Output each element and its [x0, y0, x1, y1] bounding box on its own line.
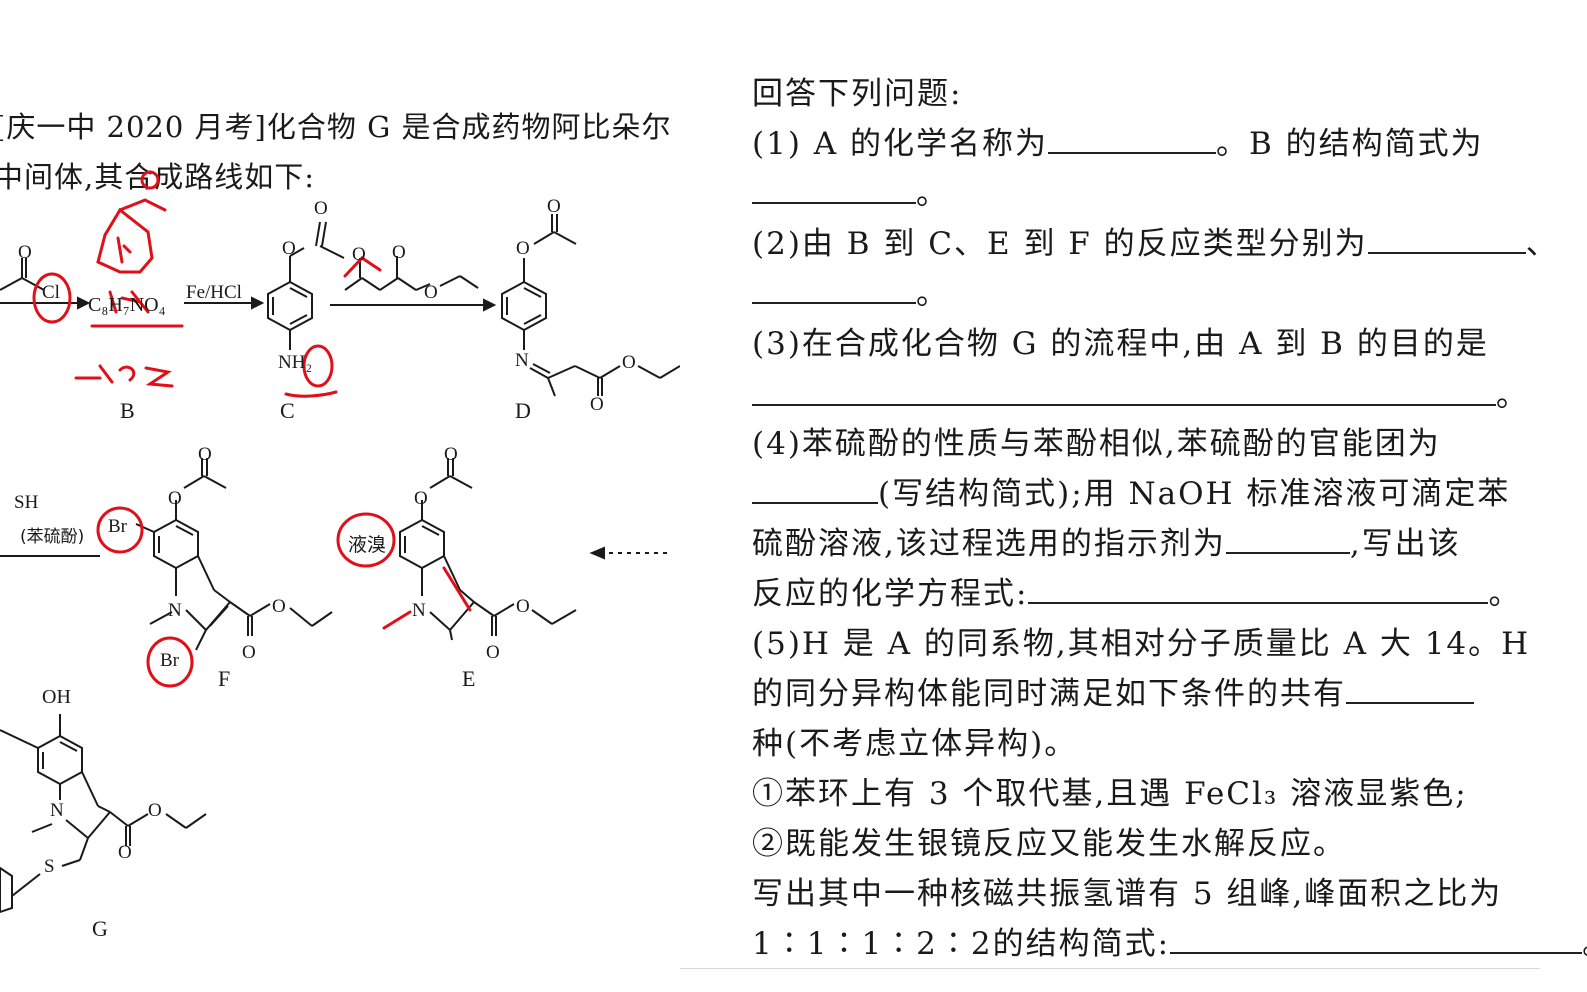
q5-text7: 1∶1∶1∶2∶2的结构简式: — [752, 926, 1171, 962]
q5-count-blank[interactable] — [1346, 701, 1474, 704]
atom-o-f4: O — [272, 596, 286, 617]
atom-o-r1: O — [352, 244, 366, 265]
label-s: S — [44, 856, 55, 877]
label-nh2: NH₂ — [278, 352, 313, 373]
q4-line: (4)苯硫酚的性质与苯酚相似,苯硫酚的官能团为 — [752, 426, 1441, 462]
atom-o-r2: O — [392, 242, 406, 263]
q4-line3: 硫酚溶液,该过程选用的指示剂为 ,写出该 — [752, 518, 1461, 563]
synthesis-scheme: [庆一中 2020 月考]化合物 G 是合成药物阿比朵尔 中间体,其合成路线如下… — [0, 0, 680, 992]
q4-blank2[interactable] — [1225, 551, 1350, 554]
q5-line7: 1∶1∶1∶2∶2的结构简式: 。 — [752, 918, 1587, 963]
label-liquid-bromine: 液溴 — [348, 534, 387, 556]
q4-blank3[interactable] — [1028, 601, 1489, 604]
q5-line: (5)H 是 A 的同系物,其相对分子质量比 A 大 14。H — [752, 626, 1531, 662]
q1-answer-blank[interactable] — [1048, 151, 1217, 154]
q3-line: (3)在合成化合物 G 的流程中,由 A 到 B 的目的是 — [752, 326, 1489, 362]
red-circle-liquid-bromine — [336, 512, 396, 568]
q5-end: 。 — [1582, 926, 1587, 962]
q3-end: 。 — [1496, 378, 1529, 414]
q1-struct-blank[interactable] — [752, 201, 916, 204]
label-n-f: N — [168, 600, 182, 621]
q2-end: 。 — [916, 276, 949, 312]
q4-end: 。 — [1488, 576, 1522, 612]
q5-line3: 种(不考虑立体异构)。 — [752, 726, 1078, 762]
q5-struct-blank[interactable] — [1170, 951, 1583, 954]
q4-line4: 反应的化学方程式: 。 — [752, 568, 1521, 613]
red-circle-cl — [32, 272, 72, 324]
label-n-d: N — [515, 350, 529, 371]
q2-sep: 、 — [1525, 226, 1559, 262]
compound-label-b: B — [120, 398, 135, 423]
label-br1: Br — [108, 516, 127, 537]
compound-label-g: G — [92, 916, 108, 941]
label-oh: OH — [42, 686, 71, 708]
q4-text2: (写结构简式);用 NaOH 标准溶液可滴定苯 — [878, 476, 1511, 512]
red-circle-br1 — [96, 506, 144, 554]
red-circle-nh2 — [302, 344, 334, 388]
q4-blank1[interactable] — [752, 501, 878, 504]
label-n-e: N — [412, 600, 426, 621]
label-cl: Cl — [42, 282, 60, 303]
compound-label-d: D — [515, 398, 531, 423]
label-n-g: N — [50, 800, 64, 821]
label-sh: SH — [14, 492, 39, 513]
intro-line: 回答下列问题: — [752, 76, 963, 112]
atom-o-e4: O — [516, 596, 530, 617]
atom-o-f1: O — [198, 444, 212, 465]
q1-end: 。 — [916, 176, 949, 212]
q4-line2: (写结构简式);用 NaOH 标准溶液可滴定苯 — [752, 468, 1510, 513]
atom-o-d2: O — [516, 238, 530, 259]
formula-b: C₈H₇NO₄ — [88, 294, 166, 316]
q1-text: (1) A 的化学名称为 — [752, 126, 1049, 162]
q5-cond1: ①苯环上有 3 个取代基,且遇 FeCl₃ 溶液显紫色; — [752, 776, 1468, 812]
atom-o-d1: O — [547, 196, 561, 217]
atom-o-g2: O — [148, 800, 162, 821]
atom-o-d3: O — [590, 394, 604, 415]
q3-blank[interactable] — [752, 403, 1496, 406]
q4-text3b: ,写出该 — [1349, 526, 1461, 562]
structure-drawings — [0, 170, 680, 914]
atom-o-c1: O — [18, 242, 32, 263]
atom-o-f2: O — [168, 488, 182, 509]
compound-label-f: F — [218, 666, 231, 691]
q1-line2: 。 — [752, 168, 949, 213]
red-circle-br2 — [146, 636, 194, 688]
atom-o-f3: O — [242, 642, 256, 663]
q5-line2: 的同分异构体能同时满足如下条件的共有 — [752, 668, 1474, 713]
atom-o-e2: O — [414, 488, 428, 509]
q4-text4: 反应的化学方程式: — [752, 576, 1029, 612]
q2-line2: 。 — [752, 268, 949, 313]
q1-text-b: 。B 的结构简式为 — [1216, 126, 1484, 162]
q2-blank1[interactable] — [1367, 251, 1526, 254]
compound-label-c: C — [280, 398, 295, 423]
q5-line6: 写出其中一种核磁共振氢谱有 5 组峰,峰面积之比为 — [752, 876, 1503, 912]
q2-line: (2)由 B 到 C、E 到 F 的反应类型分别为 、 — [752, 218, 1559, 263]
q4-text3: 硫酚溶液,该过程选用的指示剂为 — [752, 526, 1226, 562]
q3-line2: 。 — [752, 370, 1529, 415]
q1-line: (1) A 的化学名称为 。B 的结构简式为 — [752, 118, 1484, 163]
page-bottom-rule — [680, 968, 1540, 969]
atom-o-e3: O — [486, 642, 500, 663]
atom-o-c3: O — [282, 238, 296, 259]
atom-o-r3: O — [424, 282, 438, 303]
label-br2: Br — [160, 650, 179, 671]
label-phenyl-thiol: (苯硫酚) — [20, 527, 85, 547]
question-header-line1: [庆一中 2020 月考]化合物 G 是合成药物阿比朵尔 — [0, 110, 672, 144]
atom-o-e1: O — [444, 444, 458, 465]
q5-text2: 的同分异构体能同时满足如下条件的共有 — [752, 676, 1346, 712]
q5-cond2: ②既能发生银镜反应又能发生水解反应。 — [752, 826, 1346, 862]
compound-label-e: E — [462, 666, 476, 691]
q2-blank2[interactable] — [752, 301, 916, 304]
reagent-fe-hcl: Fe/HCl — [186, 282, 242, 303]
questions-panel: 回答下列问题: (1) A 的化学名称为 。B 的结构简式为 。 (2)由 B 到… — [752, 0, 1587, 992]
atom-o-d4: O — [622, 352, 636, 373]
atom-o-g1: O — [118, 842, 132, 863]
q2-text: (2)由 B 到 C、E 到 F 的反应类型分别为 — [752, 226, 1368, 262]
atom-o-c2: O — [314, 198, 328, 219]
